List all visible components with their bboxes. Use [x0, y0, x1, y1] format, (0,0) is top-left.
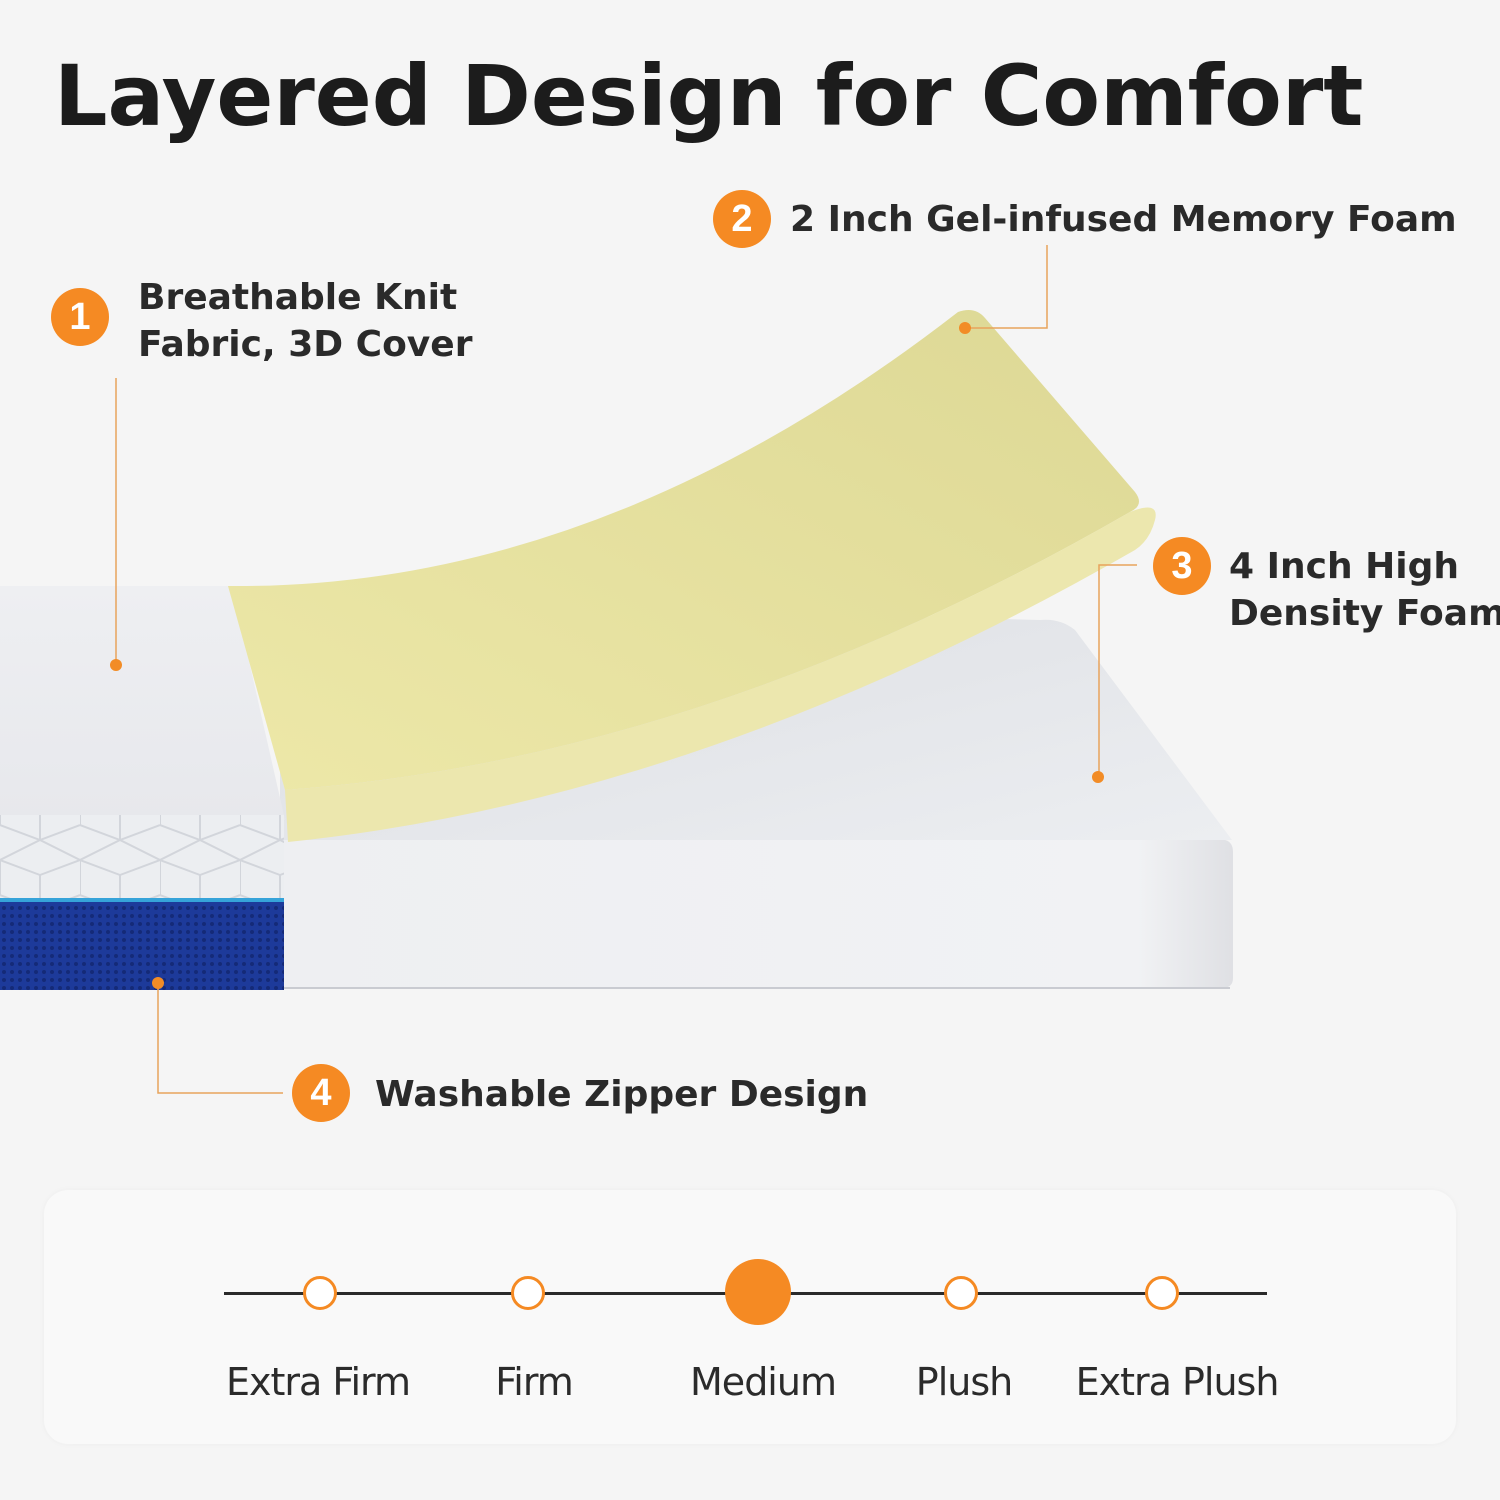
firmness-label-firm: Firm	[495, 1360, 574, 1404]
callout-1-number-badge: 1	[51, 288, 109, 346]
callout-3-label: 4 Inch High Density Foam	[1229, 543, 1500, 637]
firmness-label-extra-firm: Extra Firm	[225, 1360, 411, 1404]
firmness-dot-medium-selected	[725, 1259, 791, 1325]
firmness-label-plush: Plush	[915, 1360, 1013, 1404]
callout-3-number-badge: 3	[1153, 537, 1211, 595]
firmness-dot-extra-firm	[303, 1276, 337, 1310]
callout-1-line-1: Breathable Knit	[138, 277, 458, 318]
callout-4-number-badge: 4	[292, 1064, 350, 1122]
callout-1-line-2: Fabric, 3D Cover	[138, 324, 473, 365]
callout-2-label: 2 Inch Gel-infused Memory Foam	[790, 196, 1457, 243]
callout-3-line-2: Density Foam	[1229, 593, 1500, 634]
callout-3-line-1: 4 Inch High	[1229, 546, 1459, 587]
firmness-label-extra-plush: Extra Plush	[1075, 1360, 1280, 1404]
firmness-dot-extra-plush	[1145, 1276, 1179, 1310]
callout-4-line-1: Washable Zipper Design	[375, 1074, 869, 1115]
callout-2-line-1: 2 Inch Gel-infused Memory Foam	[790, 199, 1457, 240]
firmness-dot-plush	[944, 1276, 978, 1310]
callout-2-number-badge: 2	[713, 190, 771, 248]
callout-1-label: Breathable Knit Fabric, 3D Cover	[138, 274, 472, 368]
callout-4-label: Washable Zipper Design	[375, 1071, 868, 1118]
firmness-label-medium: Medium	[690, 1360, 837, 1404]
firmness-dot-firm	[511, 1276, 545, 1310]
page-title: Layered Design for Comfort	[54, 47, 1364, 145]
